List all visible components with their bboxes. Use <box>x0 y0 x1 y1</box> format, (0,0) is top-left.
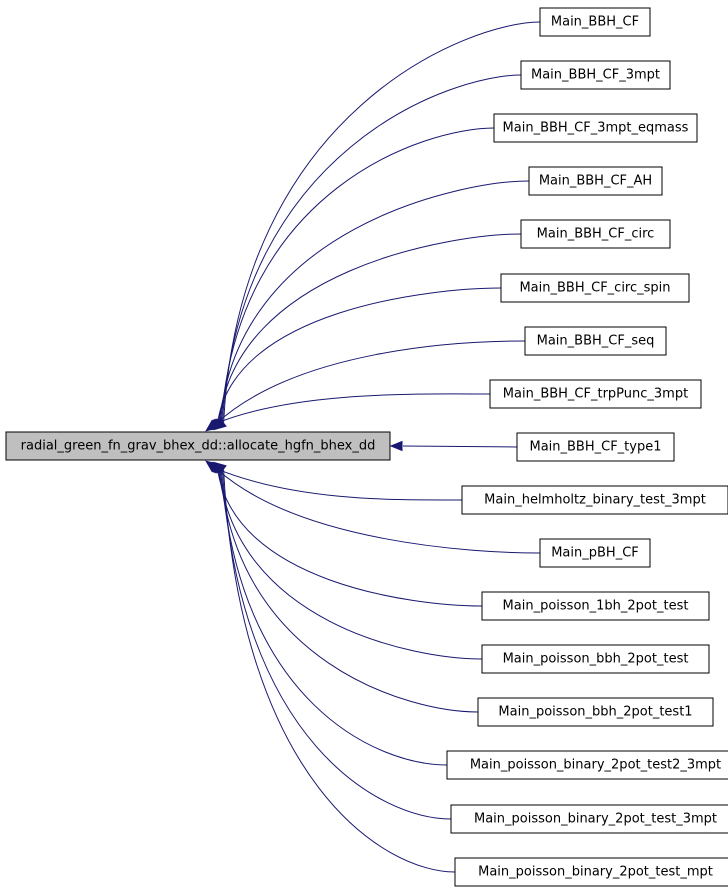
caller-node-label: Main_BBH_CF_circ_spin <box>519 281 670 296</box>
call-edge-line <box>216 468 541 554</box>
caller-node-label: Main_poisson_bbh_2pot_test1 <box>498 705 692 720</box>
caller-node-label: Main_BBH_CF_circ <box>537 227 655 242</box>
caller-node-label: Main_BBH_CF_type1 <box>529 440 661 455</box>
caller-node-label: Main_helmholtz_binary_test_3mpt <box>484 493 706 508</box>
call-edge-line <box>218 469 483 660</box>
call-edge-line <box>220 469 448 766</box>
caller-node[interactable]: Main_poisson_binary_2pot_test_mpt <box>454 857 728 887</box>
call-edge-line <box>221 469 452 820</box>
caller-node-box <box>477 697 714 727</box>
caller-node-label: Main_pBH_CF <box>551 546 639 561</box>
caller-node[interactable]: Main_BBH_CF_trpPunc_3mpt <box>489 379 702 409</box>
caller-node[interactable]: Main_BBH_CF_seq <box>524 326 667 356</box>
caller-node-label: Main_poisson_bbh_2pot_test <box>503 652 689 667</box>
caller-node[interactable]: Main_poisson_bbh_2pot_test1 <box>477 697 714 727</box>
call-edge-arrowhead <box>205 419 219 432</box>
caller-node-label: Main_BBH_CF <box>551 15 639 30</box>
caller-node-box <box>446 750 728 780</box>
caller-node-label: Main_BBH_CF_3mpt <box>531 68 660 83</box>
caller-node[interactable]: Main_BBH_CF_circ <box>520 219 671 249</box>
caller-node[interactable]: Main_BBH_CF <box>539 7 651 37</box>
caller-node-box <box>481 591 710 621</box>
call-edge-line <box>215 393 491 425</box>
caller-node-label: Main_BBH_CF_3mpt_eqmass <box>503 121 689 136</box>
call-edge-line <box>215 467 463 501</box>
call-edge <box>206 340 526 432</box>
caller-node[interactable]: Main_poisson_binary_2pot_test2_3mpt <box>446 750 728 780</box>
call-edge-line <box>220 127 495 423</box>
call-edge <box>389 440 518 452</box>
call-edge <box>213 461 456 873</box>
caller-node-box <box>481 644 710 674</box>
root-node-label: radial_green_fn_grav_bhex_dd::allocate_h… <box>21 439 376 454</box>
caller-node-label: Main_BBH_CF_seq <box>537 334 655 349</box>
call-edges <box>205 21 541 873</box>
call-edge-line <box>216 340 526 424</box>
call-edge-line <box>223 469 456 873</box>
caller-node-box <box>528 166 663 196</box>
caller-node[interactable]: Main_helmholtz_binary_test_3mpt <box>461 485 728 515</box>
caller-node[interactable]: Main_BBH_CF_circ_spin <box>500 273 690 303</box>
caller-node[interactable]: Main_poisson_bbh_2pot_test <box>481 644 710 674</box>
call-edge-line <box>221 74 522 423</box>
caller-node-label: Main_poisson_binary_2pot_test_3mpt <box>474 812 717 827</box>
caller-node-box <box>520 219 671 249</box>
call-edge-line <box>217 468 483 607</box>
call-edge <box>205 393 491 432</box>
call-edge <box>207 461 483 607</box>
call-edge <box>211 461 448 766</box>
call-edge-line <box>219 180 530 423</box>
caller-node-label: Main_poisson_binary_2pot_test_mpt <box>478 865 713 880</box>
call-edge-arrowhead <box>213 461 227 474</box>
call-edge <box>208 233 522 431</box>
caller-node-box <box>539 538 651 568</box>
caller-node-box <box>489 379 702 409</box>
caller-node-box <box>520 60 671 90</box>
call-edge-line <box>217 287 502 424</box>
caller-node[interactable]: Main_BBH_CF_3mpt <box>520 60 671 90</box>
call-edge-line <box>219 469 479 713</box>
caller-node-box <box>493 113 698 143</box>
root-node-box <box>5 431 391 461</box>
caller-nodes: Main_BBH_CF Main_BBH_CF_3mptMain_BBH_CF_3… <box>446 7 728 887</box>
caller-node-label: Main_poisson_binary_2pot_test2_3mpt <box>470 758 721 773</box>
caller-node-box <box>450 804 728 834</box>
call-edge-arrowhead <box>389 440 403 452</box>
caller-node-label: Main_BBH_CF_AH <box>539 174 652 189</box>
caller-node[interactable]: Main_BBH_CF_type1 <box>516 432 675 462</box>
caller-node[interactable]: Main_BBH_CF_AH <box>528 166 663 196</box>
caller-node-box <box>454 857 728 887</box>
caller-node[interactable]: Main_poisson_binary_2pot_test_3mpt <box>450 804 728 834</box>
caller-node[interactable]: Main_poisson_1bh_2pot_test <box>481 591 710 621</box>
caller-node-box <box>461 485 728 515</box>
caller-node[interactable]: Main_pBH_CF <box>539 538 651 568</box>
call-edge <box>209 180 530 431</box>
caller-node[interactable]: Main_BBH_CF_3mpt_eqmass <box>493 113 698 143</box>
root-node[interactable]: radial_green_fn_grav_bhex_dd::allocate_h… <box>5 431 391 461</box>
call-edge-line <box>218 233 522 423</box>
call-edge <box>205 460 463 501</box>
caller-node-box <box>539 7 651 37</box>
call-edge-line <box>223 21 541 423</box>
caller-node-box <box>516 432 675 462</box>
caller-node-box <box>524 326 667 356</box>
call-edge <box>213 21 541 431</box>
caller-node-label: Main_poisson_1bh_2pot_test <box>503 599 689 614</box>
call-edge-line <box>402 445 518 448</box>
caller-node-label: Main_BBH_CF_trpPunc_3mpt <box>503 387 688 402</box>
call-edge <box>208 461 483 660</box>
caller-node-box <box>500 273 690 303</box>
